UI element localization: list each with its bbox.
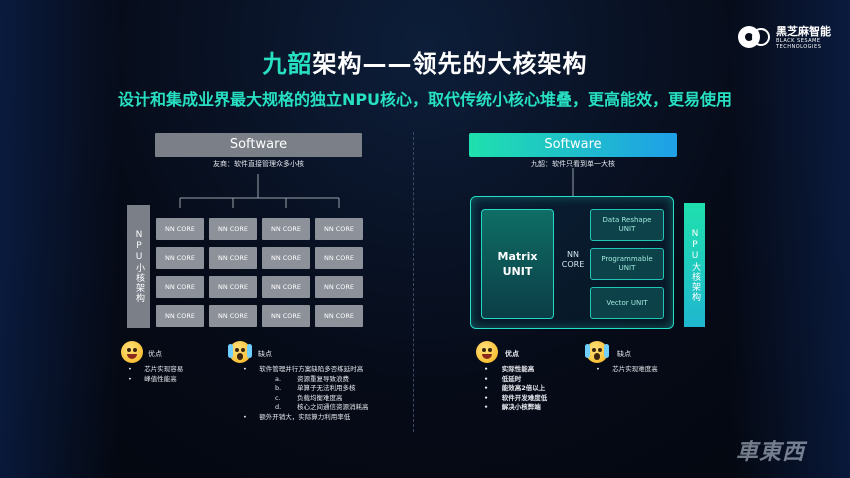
logo-ring-icon xyxy=(752,28,770,46)
logo-en-line1: BLACK SESAME xyxy=(776,38,821,44)
center-divider xyxy=(413,132,414,432)
left-glow xyxy=(0,0,120,478)
right-connector-line xyxy=(572,168,574,196)
happy-emoji-icon xyxy=(121,341,143,363)
page-subtitle: 设计和集成业界最大规格的独立NPU核心，取代传统小核心堆叠，更高能效，更易使用 xyxy=(117,90,733,109)
list-item: • 峰值性能高 xyxy=(128,374,177,383)
nn-core-cell: NN CORE xyxy=(209,218,257,240)
list-item: • 软件开发难度低 xyxy=(484,393,548,402)
nn-core-cell: NN CORE xyxy=(156,276,204,298)
list-item: • 能效高2倍以上 xyxy=(484,384,546,392)
right-software-caption: 九韶：软件只看到单一大核 xyxy=(531,160,615,168)
list-sub-item: a.资源重复导致浪费 xyxy=(275,374,349,383)
crying-emoji-icon xyxy=(585,341,609,363)
left-cons-list: • 软件管理并行方案缺陷多否练延时高 a.资源重复导致浪费 b.单算子无法利用多… xyxy=(243,365,369,422)
page-title: 九韶架构——领先的大核架构 xyxy=(0,44,850,79)
right-glow xyxy=(730,0,850,478)
list-item: • 低延时 xyxy=(484,374,522,383)
nn-core-cell: NN CORE xyxy=(209,276,257,298)
list-sub-item: d.核心之间通信资源消耗高 xyxy=(275,403,369,411)
list-item: • 额外开销大，实际算力利用率低 xyxy=(243,412,351,421)
matrix-unit-block: Matrix UNIT xyxy=(481,209,554,319)
list-item: • 芯片实现难度高 xyxy=(596,365,658,373)
list-sub-item: c.负载均衡难度高 xyxy=(275,393,343,402)
nn-core-cell: NN CORE xyxy=(315,305,363,327)
right-pros-title: 优点 xyxy=(505,350,519,358)
right-software-box: Software xyxy=(469,133,677,157)
logo-en-line2: TECHNOLOGIES xyxy=(776,44,822,50)
right-cons-title: 缺点 xyxy=(617,350,631,358)
list-item: • 软件管理并行方案缺陷多否练延时高 xyxy=(243,365,364,373)
nn-core-cell: NN CORE xyxy=(156,218,204,240)
list-item: • 解决小核弊端 xyxy=(484,403,541,411)
nn-core-cell: NN CORE xyxy=(315,247,363,269)
npu-small-core-label: NPU小核架构 xyxy=(127,205,150,328)
left-pros-title: 优点 xyxy=(148,350,162,358)
left-connector-tree xyxy=(179,174,340,208)
nn-core-cell: NN CORE xyxy=(262,247,310,269)
left-cons-title: 缺点 xyxy=(258,350,272,358)
list-item: • 实际性能高 xyxy=(484,365,535,373)
watermark-logo: 車東西 xyxy=(736,440,806,465)
matrix-unit-line1: Matrix xyxy=(497,250,538,263)
list-item: • 芯片实现容易 xyxy=(128,365,184,373)
nn-core-cell: NN CORE xyxy=(315,276,363,298)
nn-core-cell: NN CORE xyxy=(209,247,257,269)
vector-unit: Vector UNIT xyxy=(590,287,664,319)
nn-core-cell: NN CORE xyxy=(315,218,363,240)
nn-core-cell: NN CORE xyxy=(262,305,310,327)
left-software-box: Software xyxy=(155,133,362,157)
nn-core-line2: CORE xyxy=(561,260,585,269)
nn-core-label: NN CORE xyxy=(556,250,590,270)
list-sub-item: b.单算子无法利用多核 xyxy=(275,384,356,392)
title-rest: 架构——领先的大核架构 xyxy=(312,50,588,78)
right-pros-list: • 实际性能高 • 低延时 • 能效高2倍以上 • 软件开发难度低 • 解决小核… xyxy=(484,365,547,413)
crying-emoji-icon xyxy=(228,341,252,363)
npu-big-core-label: NPU大核架构 xyxy=(684,203,705,327)
left-pros-list: • 芯片实现容易 • 峰值性能高 xyxy=(128,365,183,384)
matrix-unit-line2: UNIT xyxy=(502,265,533,278)
nn-core-line1: NN xyxy=(567,250,579,259)
nn-core-cell: NN CORE xyxy=(262,276,310,298)
nn-core-cell: NN CORE xyxy=(156,247,204,269)
happy-emoji-icon xyxy=(476,341,498,363)
right-cons-list: • 芯片实现难度高 xyxy=(596,365,658,375)
left-software-caption: 友商：软件直接管理众多小核 xyxy=(213,160,304,168)
title-accent: 九韶 xyxy=(262,50,313,78)
nn-core-cell: NN CORE xyxy=(209,305,257,327)
logo-name-cn: 黑芝麻智能 xyxy=(776,25,831,38)
nn-core-cell: NN CORE xyxy=(156,305,204,327)
nn-core-cell: NN CORE xyxy=(262,218,310,240)
